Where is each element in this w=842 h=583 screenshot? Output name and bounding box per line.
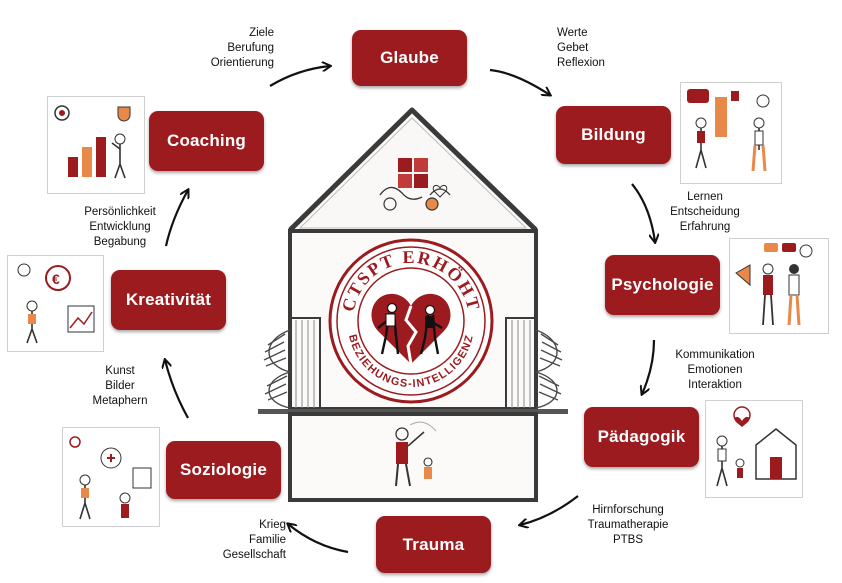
puzzle-icon <box>379 158 451 211</box>
node-label: Coaching <box>166 131 247 150</box>
note-line: Interaktion <box>688 379 742 391</box>
note-line: Gebet <box>557 42 589 54</box>
note-paedagogik: Hirnforschung Traumatherapie PTBS <box>578 503 678 548</box>
note-glaube-right: Werte Gebet Reflexion <box>557 26 637 71</box>
note-line: Metaphern <box>92 395 148 407</box>
note-line: Erfahrung <box>679 221 731 233</box>
arrow-icon <box>269 66 330 87</box>
note-line: Berufung <box>227 42 274 54</box>
node-trauma[interactable]: Trauma <box>376 516 491 573</box>
note-line: Begabung <box>93 236 147 248</box>
arrow-icon <box>489 68 550 95</box>
note-psychologie: Kommunikation Emotionen Interaktion <box>665 348 765 393</box>
note-line: Lernen <box>687 191 723 203</box>
arrow-icon <box>520 495 579 525</box>
note-line: Orientierung <box>210 57 274 69</box>
house-roof <box>288 107 538 232</box>
note-line: Persönlichkeit <box>84 206 156 218</box>
balcony-rails <box>295 320 531 408</box>
paedagogik-illustration <box>705 400 803 498</box>
left-spiral-stairs <box>263 329 291 409</box>
node-label: Trauma <box>402 534 465 554</box>
node-label: Glaube <box>380 48 439 67</box>
node-label: Psychologie <box>611 275 714 294</box>
note-line: Gesellschaft <box>222 549 286 561</box>
family-illustration <box>395 421 437 487</box>
right-spiral-stairs <box>535 329 563 409</box>
node-bildung[interactable]: Bildung <box>556 106 671 164</box>
node-label: Bildung <box>581 125 646 144</box>
soziologie-illustration <box>62 427 160 527</box>
note-line: Entwicklung <box>89 221 151 233</box>
bildung-illustration <box>680 82 782 184</box>
arrow-icon <box>164 190 188 247</box>
node-soziologie[interactable]: Soziologie <box>166 441 281 499</box>
svg-text:€: € <box>52 271 60 287</box>
node-paedagogik[interactable]: Pädagogik <box>584 407 699 467</box>
note-line: PTBS <box>612 534 644 546</box>
note-line: Krieg <box>259 519 286 531</box>
coaching-illustration <box>47 96 145 194</box>
arrow-icon <box>631 183 655 242</box>
flow-arrows <box>164 66 656 554</box>
arrow-icon <box>165 360 189 419</box>
note-line: Entscheidung <box>670 206 740 218</box>
arrow-icon <box>642 339 656 394</box>
note-line: Reflexion <box>557 57 605 69</box>
node-psychologie[interactable]: Psychologie <box>605 255 720 315</box>
note-line: Ziele <box>249 27 274 39</box>
note-line: Hirnforschung <box>592 504 664 516</box>
note-line: Kommunikation <box>675 349 755 361</box>
node-kreativitaet[interactable]: Kreativität <box>111 270 226 330</box>
note-line: Familie <box>248 534 286 546</box>
node-coaching[interactable]: Coaching <box>149 111 264 171</box>
note-line: Bilder <box>105 380 135 392</box>
node-label: Pädagogik <box>597 427 686 446</box>
note-glaube-left: Ziele Berufung Orientierung <box>190 26 274 71</box>
note-line: Werte <box>557 27 588 39</box>
seal: CTSPT ERHÖHT BEZIEHUNGS-INTELLIGENZ <box>328 238 494 404</box>
floor-slab <box>258 409 568 414</box>
note-kreativitaet: Persönlichkeit Entwicklung Begabung <box>72 205 168 250</box>
house-lower-floor <box>288 412 538 502</box>
note-trauma: Krieg Familie Gesellschaft <box>200 518 286 563</box>
note-soziologie: Kunst Bilder Metaphern <box>80 364 160 409</box>
arrow-icon <box>288 524 349 554</box>
heart-icon <box>371 293 451 365</box>
kreativitaet-illustration: € <box>7 255 104 352</box>
psychologie-illustration <box>729 238 829 334</box>
note-bildung: Lernen Entscheidung Erfahrung <box>660 190 750 235</box>
note-line: Kunst <box>105 365 135 377</box>
note-line: Traumatherapie <box>587 519 669 531</box>
note-line: Emotionen <box>687 364 743 376</box>
node-label: Soziologie <box>180 460 267 479</box>
node-glaube[interactable]: Glaube <box>352 30 467 86</box>
node-label: Kreativität <box>125 290 212 309</box>
